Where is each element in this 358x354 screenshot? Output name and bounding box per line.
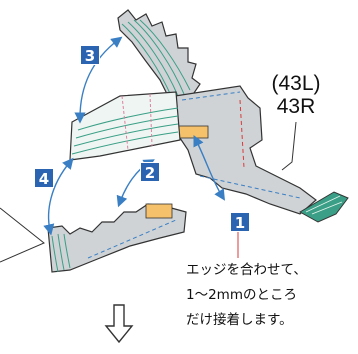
part-number-left: (43L)	[271, 72, 321, 95]
step-badge-1: 1	[230, 212, 250, 232]
step-badge-3: 3	[80, 45, 100, 65]
instruction-note: エッジを合わせて、 1〜2mmのところ だけ接着します。	[186, 258, 307, 333]
part-number-label: (43L) 43R	[256, 72, 336, 118]
step-badge-2: 2	[140, 162, 160, 182]
instruction-line-2: 1〜2mmのところ	[186, 287, 297, 303]
right-tip-part	[298, 191, 349, 223]
label-leader-line	[281, 121, 297, 171]
down-arrow-icon	[104, 304, 134, 344]
middle-wing-part	[69, 91, 181, 161]
instruction-line-1: エッジを合わせて、	[186, 262, 307, 278]
part-number-right: 43R	[276, 95, 316, 118]
upper-part	[117, 9, 201, 101]
callout-pointer	[0, 207, 45, 263]
lower-part	[47, 203, 187, 273]
instruction-line-3: だけ接着します。	[186, 312, 293, 328]
step-badge-4: 4	[34, 168, 54, 188]
